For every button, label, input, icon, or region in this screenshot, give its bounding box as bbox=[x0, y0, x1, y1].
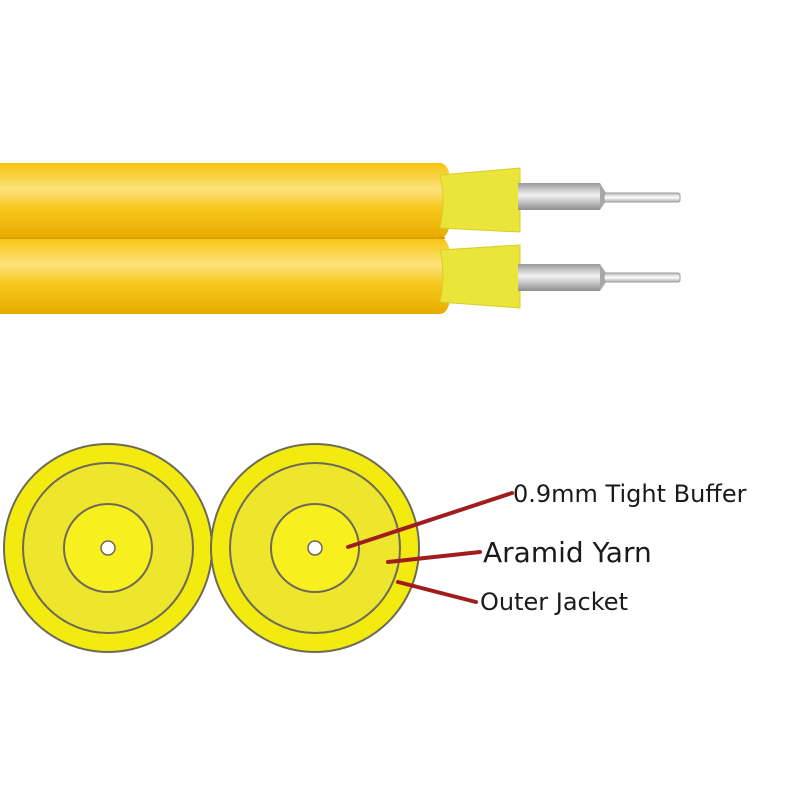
right-fiber-core bbox=[307, 540, 323, 556]
left-cross-section bbox=[3, 443, 213, 653]
cable-side-view bbox=[0, 163, 681, 314]
lower-fiber bbox=[603, 272, 681, 283]
right-cross-section bbox=[210, 443, 420, 653]
upper-tight-buffer bbox=[518, 183, 600, 210]
tight-buffer-leader bbox=[346, 491, 514, 549]
callouts: 0.9mm Tight Buffer Aramid Yarn Outer Jac… bbox=[346, 480, 747, 616]
lower-jacket bbox=[0, 238, 452, 314]
outer-jacket-label: Outer Jacket bbox=[480, 588, 628, 616]
lower-yarn bbox=[439, 244, 521, 309]
tight-buffer-label: 0.9mm Tight Buffer bbox=[513, 480, 747, 508]
left-fiber-core bbox=[100, 540, 116, 556]
aramid-yarn-leader bbox=[386, 550, 482, 564]
outer-jacket-leader bbox=[396, 580, 478, 604]
upper-yarn bbox=[439, 167, 521, 233]
cable-cross-section bbox=[3, 443, 420, 653]
aramid-yarn-label: Aramid Yarn bbox=[483, 536, 652, 569]
upper-fiber bbox=[603, 192, 681, 203]
upper-jacket bbox=[0, 163, 452, 238]
lower-tight-buffer bbox=[518, 264, 600, 291]
